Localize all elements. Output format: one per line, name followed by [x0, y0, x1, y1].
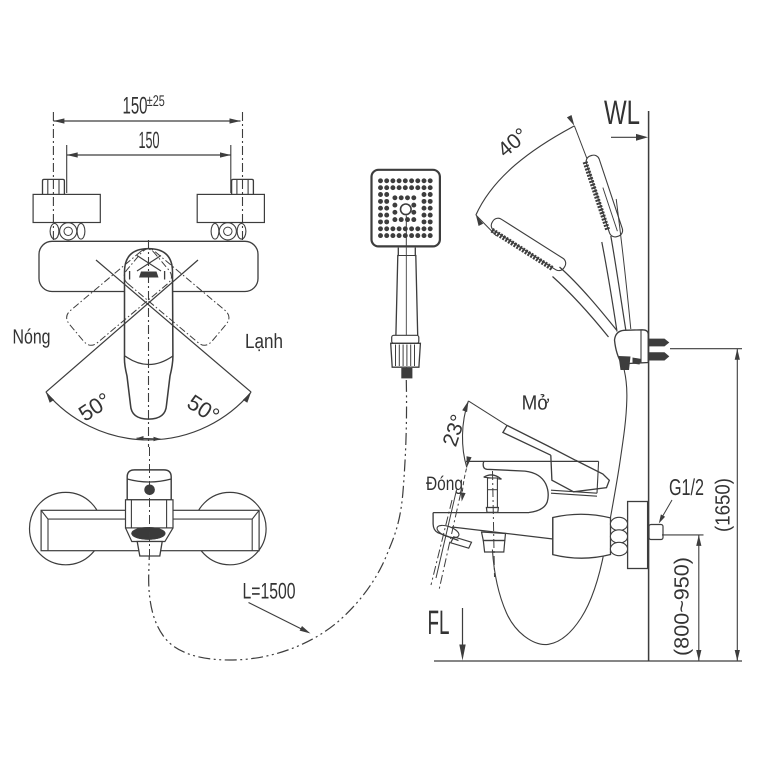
svg-text:Mở: Mở: [522, 392, 550, 415]
svg-text:Đóng: Đóng: [426, 473, 463, 495]
svg-text:(1650): (1650): [712, 478, 735, 532]
svg-text:G1/2: G1/2: [669, 474, 704, 500]
svg-text:Nóng: Nóng: [13, 326, 51, 349]
svg-text:L=1500: L=1500: [243, 579, 296, 604]
svg-text:Lạnh: Lạnh: [245, 330, 283, 353]
svg-text:150: 150: [139, 127, 160, 153]
svg-text:FL: FL: [428, 604, 450, 642]
svg-text:±25: ±25: [147, 93, 165, 110]
svg-text:WL: WL: [604, 94, 640, 132]
svg-text:(800~950): (800~950): [671, 557, 694, 656]
svg-text:150: 150: [123, 93, 148, 120]
